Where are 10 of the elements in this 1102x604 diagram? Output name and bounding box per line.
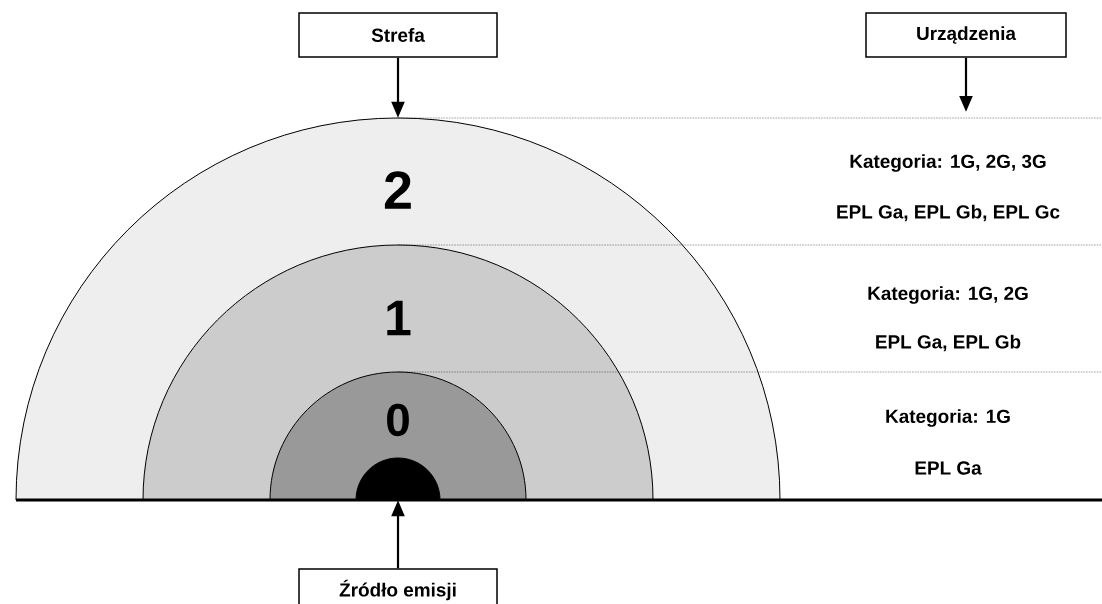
emission-source — [355, 457, 441, 501]
category-text: Kategoria: 1G — [886, 409, 1010, 427]
category-text: Kategoria: 1G, 2G — [868, 286, 1028, 304]
category-text: Kategoria: 1G, 2G, 3G — [850, 154, 1046, 172]
label-box: Źródło emisji — [298, 568, 498, 604]
category-text: EPL Ga — [915, 461, 982, 475]
category-text: EPL Ga, EPL Gb, EPL Gc — [837, 204, 1060, 222]
category-text: EPL Ga, EPL Gb — [876, 334, 1021, 352]
label-box: Strefa — [298, 12, 498, 58]
label-box: Urządzenia — [865, 12, 1067, 58]
